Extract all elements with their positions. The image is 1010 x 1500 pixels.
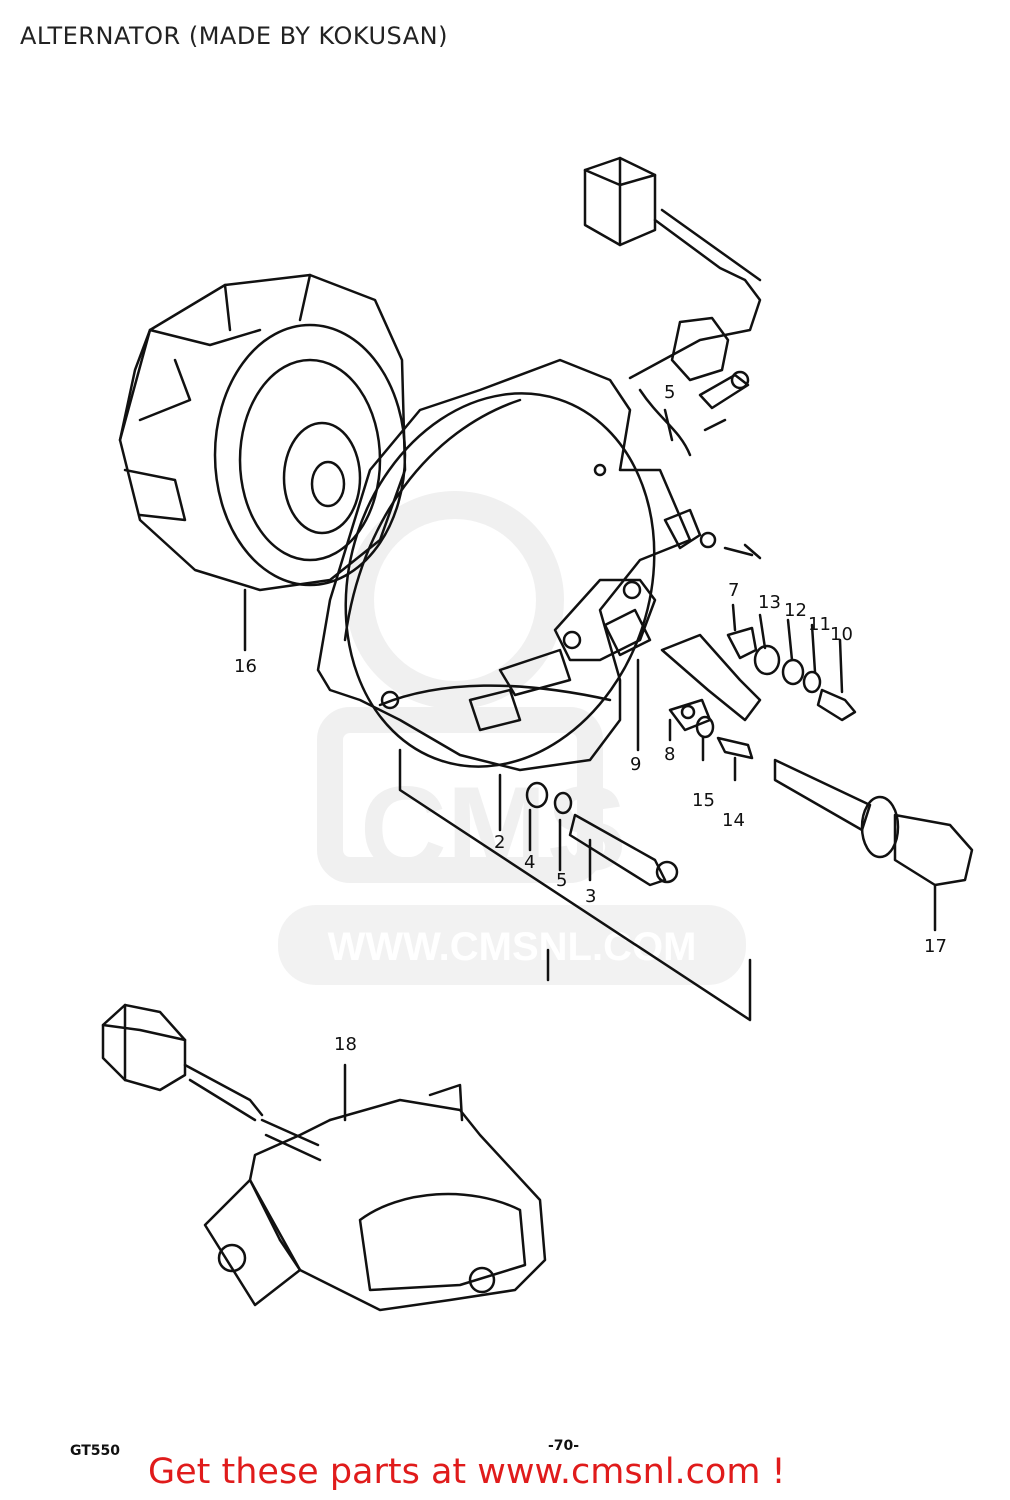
watermark-logo: CMS: [360, 762, 627, 896]
brush-holder-part-9: [553, 578, 657, 752]
brush-assembly: [660, 603, 857, 782]
callout-8: 8: [664, 744, 675, 765]
connector-harness: [583, 156, 762, 457]
callout-18: 18: [334, 1034, 357, 1055]
callout-labels: 16 2 4 5 3 5 9 8 15 14 7 13 12 11 10 17 …: [234, 382, 947, 1055]
callout-12: 12: [784, 600, 807, 621]
footer-cta-link[interactable]: Get these parts at www.cmsnl.com !: [148, 1452, 786, 1492]
watermark-gear-icon: [346, 491, 564, 709]
bolt-part-17: [773, 758, 974, 932]
callout-10: 10: [830, 624, 853, 645]
callout-5a: 5: [664, 382, 675, 403]
regulator-part-18: [101, 1003, 547, 1312]
bolt-part-3: [525, 781, 679, 887]
callout-2: 2: [494, 832, 505, 853]
callout-9: 9: [630, 754, 641, 775]
callout-17: 17: [924, 936, 947, 957]
callout-11: 11: [808, 614, 831, 635]
page-title: ALTERNATOR (MADE BY KOKUSAN): [20, 22, 448, 50]
page-number: -70-: [548, 1438, 579, 1454]
stator-housing-part-2: [316, 358, 692, 832]
callout-3: 3: [585, 886, 596, 907]
callout-15: 15: [692, 790, 715, 811]
callout-14: 14: [722, 810, 745, 831]
callout-16: 16: [234, 656, 257, 677]
model-label: GT550: [70, 1443, 120, 1459]
screws-upper: [663, 370, 762, 560]
callout-4: 4: [524, 852, 535, 873]
callout-7: 7: [728, 580, 739, 601]
assembly-bracket-lines: [398, 748, 752, 1022]
callout-13: 13: [758, 592, 781, 613]
watermark: CMS WWW.CMSNL.COM: [278, 491, 746, 985]
rotor-part-16: [118, 273, 407, 652]
callout-5b: 5: [556, 870, 567, 891]
watermark-url: WWW.CMSNL.COM: [328, 925, 697, 969]
